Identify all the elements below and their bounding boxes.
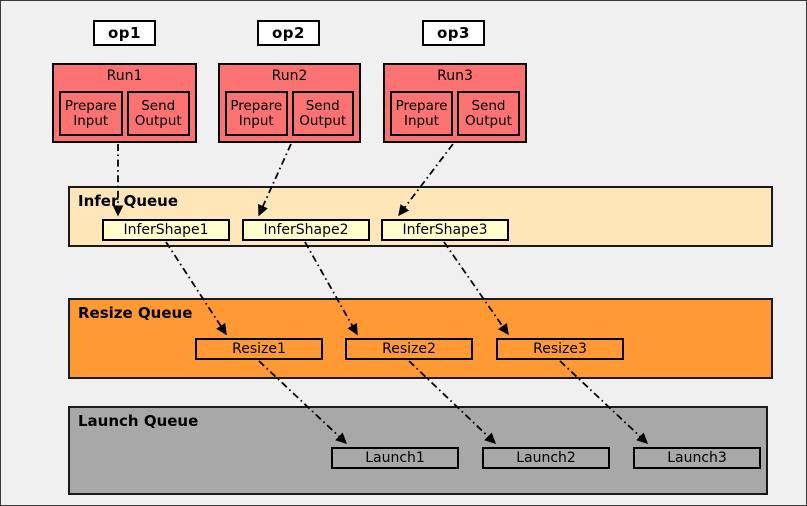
launch-queue-item: Launch2 [482,447,610,469]
infer-queue-item: InferShape3 [381,219,509,241]
resize-queue-item: Resize2 [345,338,473,360]
resize-queue-title: Resize Queue [78,304,193,322]
sub-box-line-2: Output [299,112,347,129]
op-tag-2: op2 [257,20,320,46]
prepare-input-box: Prepare Input [390,91,453,136]
sub-box-line-2: Output [134,112,182,129]
run-block-title: Run1 [106,68,143,84]
launch-queue-item: Launch1 [331,447,459,469]
op-tag-label: op1 [108,24,141,42]
run-block-title: Run2 [271,68,308,84]
sub-box-line-2: Input [404,112,439,129]
op-tag-1: op1 [93,20,156,46]
launch-queue-title: Launch Queue [78,412,199,430]
sub-box-line-1: Send [471,98,506,115]
send-output-box: Send Output [126,91,190,136]
run-block-1: Run1 Prepare Input Send Output [52,63,197,143]
op-tag-3: op3 [422,20,485,46]
send-output-box: Send Output [457,91,520,136]
sub-box-line-2: Input [238,112,274,129]
sub-box-line-1: Prepare [64,98,117,115]
sub-box-line-1: Prepare [395,98,448,115]
run-sub-box-group: Prepare Input Send Output [390,91,520,136]
prepare-input-box: Prepare Input [59,91,123,136]
infer-queue-title: Infer Queue [78,192,179,210]
run-sub-box-group: Prepare Input Send Output [59,91,190,136]
sub-box-line-1: Send [305,98,340,115]
run-block-2: Run2 Prepare Input Send Output [218,63,361,143]
run-block-3: Run3 Prepare Input Send Output [383,63,527,143]
resize-queue-item: Resize3 [496,338,624,360]
infer-queue-item: InferShape1 [102,219,230,241]
launch-queue-item: Launch3 [633,447,761,469]
run-sub-box-group: Prepare Input Send Output [225,91,354,136]
infer-queue-item: InferShape2 [242,219,370,241]
sub-box-line-2: Output [465,112,512,129]
op-tag-label: op2 [272,24,305,42]
sub-box-line-2: Input [73,112,109,129]
op-tag-label: op3 [437,24,470,42]
run-block-title: Run3 [437,68,473,84]
sub-box-line-1: Prepare [230,98,283,115]
sub-box-line-1: Send [141,98,176,115]
resize-queue-item: Resize1 [195,338,323,360]
send-output-box: Send Output [291,91,354,136]
prepare-input-box: Prepare Input [225,91,288,136]
